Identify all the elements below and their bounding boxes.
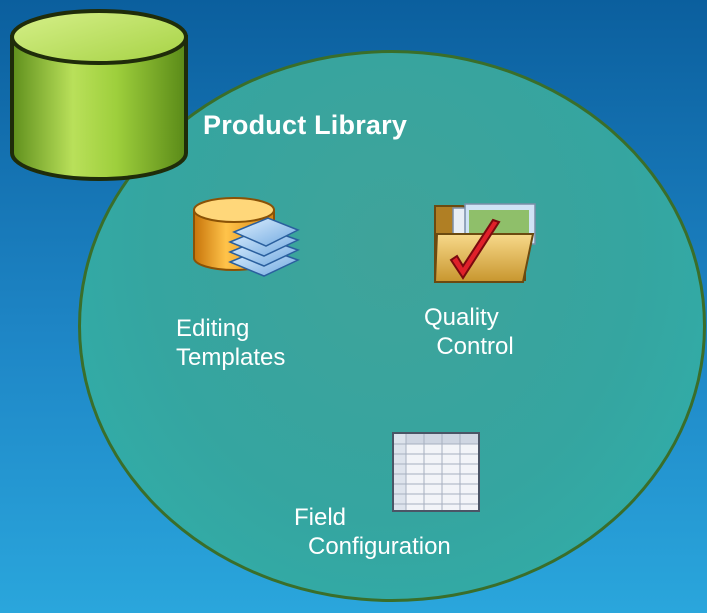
folder-check-icon xyxy=(433,203,536,283)
field-configuration-line-2: Configuration xyxy=(308,533,451,560)
database-layers-icon xyxy=(193,197,300,277)
product-library-title: Product Library xyxy=(203,110,408,140)
field-configuration-line-1: Field xyxy=(294,504,347,531)
field-configuration-label: Field Configuration xyxy=(292,503,451,561)
quality-control-line-1: Quality xyxy=(424,304,499,331)
editing-templates-line-1: Editing xyxy=(176,315,250,342)
editing-templates-line-2: Templates xyxy=(176,344,286,371)
editing-templates-label: Editing Templates xyxy=(176,314,285,372)
database-icon xyxy=(10,9,188,181)
table-grid-icon xyxy=(392,432,480,512)
quality-control-line-2: Control xyxy=(436,333,514,360)
quality-control-label: Quality Control xyxy=(424,303,526,361)
